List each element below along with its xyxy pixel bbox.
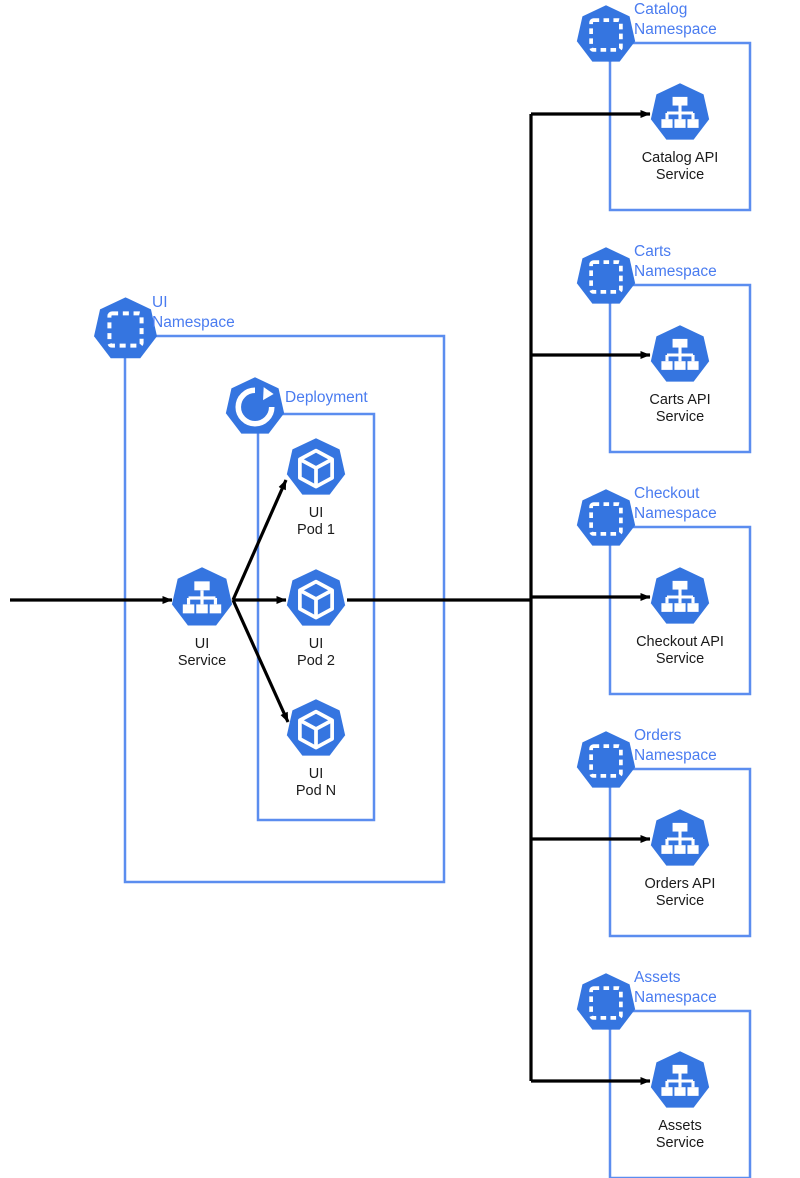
service-icon xyxy=(649,1050,711,1110)
ui-namespace-group[interactable]: UI Namespace xyxy=(94,294,446,884)
flow-arrows xyxy=(10,110,651,1085)
orders-namespace-label-line1: Orders xyxy=(634,727,682,744)
ui-service-group[interactable]: UI Service xyxy=(170,566,234,669)
assets-service-label-line1: Assets xyxy=(658,1118,702,1134)
ui-service-label-line1: UI xyxy=(195,636,210,652)
ui-pod-1-label-line1: UI xyxy=(309,505,324,521)
catalog-service-label-line2: Service xyxy=(656,167,704,183)
carts-namespace-label-line2: Namespace xyxy=(634,263,717,280)
assets-namespace-group[interactable]: Assets Namespace Assets Service xyxy=(575,969,752,1178)
namespace-icon xyxy=(575,246,637,306)
carts-namespace-group[interactable]: Carts Namespace Carts API Service xyxy=(575,243,752,454)
service-icon xyxy=(649,808,711,868)
assets-namespace-label-line1: Assets xyxy=(634,969,681,986)
checkout-service-label-line2: Service xyxy=(656,651,704,667)
catalog-service-label-line1: Catalog API xyxy=(642,150,719,166)
catalog-namespace-label-line1: Catalog xyxy=(634,1,687,18)
ui-pod-2-label-line2: Pod 2 xyxy=(297,653,335,669)
pod-icon xyxy=(285,437,347,497)
namespace-icon xyxy=(575,4,637,64)
service-icon xyxy=(649,324,711,384)
pod-icon xyxy=(285,568,347,628)
checkout-namespace-group[interactable]: Checkout Namespace Checkout API Service xyxy=(575,485,752,696)
service-icon xyxy=(649,566,711,626)
service-to-pod-1-arrow xyxy=(231,479,288,601)
carts-service-label-line1: Carts API xyxy=(649,392,710,408)
ui-namespace-label-line2: Namespace xyxy=(152,314,235,331)
ui-deployment-group[interactable]: Deployment xyxy=(226,377,376,822)
pod-icon xyxy=(285,698,347,758)
ui-pod-n-label-line1: UI xyxy=(309,766,324,782)
assets-namespace-label-line2: Namespace xyxy=(634,989,717,1006)
assets-namespace-box xyxy=(608,1009,752,1178)
checkout-namespace-label-line1: Checkout xyxy=(634,485,700,502)
carts-namespace-box xyxy=(608,283,752,454)
namespace-icon xyxy=(575,972,637,1032)
orders-namespace-group[interactable]: Orders Namespace Orders API Service xyxy=(575,727,752,938)
assets-service-label-line2: Service xyxy=(656,1135,704,1151)
checkout-namespace-label-line2: Namespace xyxy=(634,505,717,522)
orders-service-label-line1: Orders API xyxy=(645,876,716,892)
carts-namespace-label-line1: Carts xyxy=(634,243,671,260)
service-icon xyxy=(170,566,234,628)
ui-namespace-box xyxy=(123,334,446,884)
ui-service-label-line2: Service xyxy=(178,653,226,669)
orders-namespace-label-line2: Namespace xyxy=(634,747,717,764)
ui-namespace-label-line1: UI xyxy=(152,294,168,311)
orders-namespace-box xyxy=(608,767,752,938)
deployment-box xyxy=(256,412,376,822)
service-icon xyxy=(649,82,711,142)
ui-pod-1-group[interactable]: UI Pod 1 xyxy=(285,437,347,538)
catalog-namespace-box xyxy=(608,41,752,212)
catalog-namespace-group[interactable]: Catalog Namespace Catalog API Service xyxy=(575,1,752,212)
ui-pod-2-label-line1: UI xyxy=(309,636,324,652)
catalog-namespace-label-line2: Namespace xyxy=(634,21,717,38)
deployment-icon xyxy=(226,377,284,433)
ui-pod-n-label-line2: Pod N xyxy=(296,783,336,799)
ui-pod-1-label-line2: Pod 1 xyxy=(297,522,335,538)
checkout-namespace-box xyxy=(608,525,752,696)
ui-pod-2-group[interactable]: UI Pod 2 xyxy=(285,568,347,669)
namespace-icon xyxy=(575,488,637,548)
namespace-icon xyxy=(94,297,157,358)
ui-pod-n-group[interactable]: UI Pod N xyxy=(285,698,347,799)
namespace-icon xyxy=(575,730,637,790)
deployment-label: Deployment xyxy=(285,389,368,406)
orders-service-label-line2: Service xyxy=(656,893,704,909)
carts-service-label-line2: Service xyxy=(656,409,704,425)
service-to-pod-n-arrow xyxy=(231,599,290,723)
checkout-service-label-line1: Checkout API xyxy=(636,634,724,650)
